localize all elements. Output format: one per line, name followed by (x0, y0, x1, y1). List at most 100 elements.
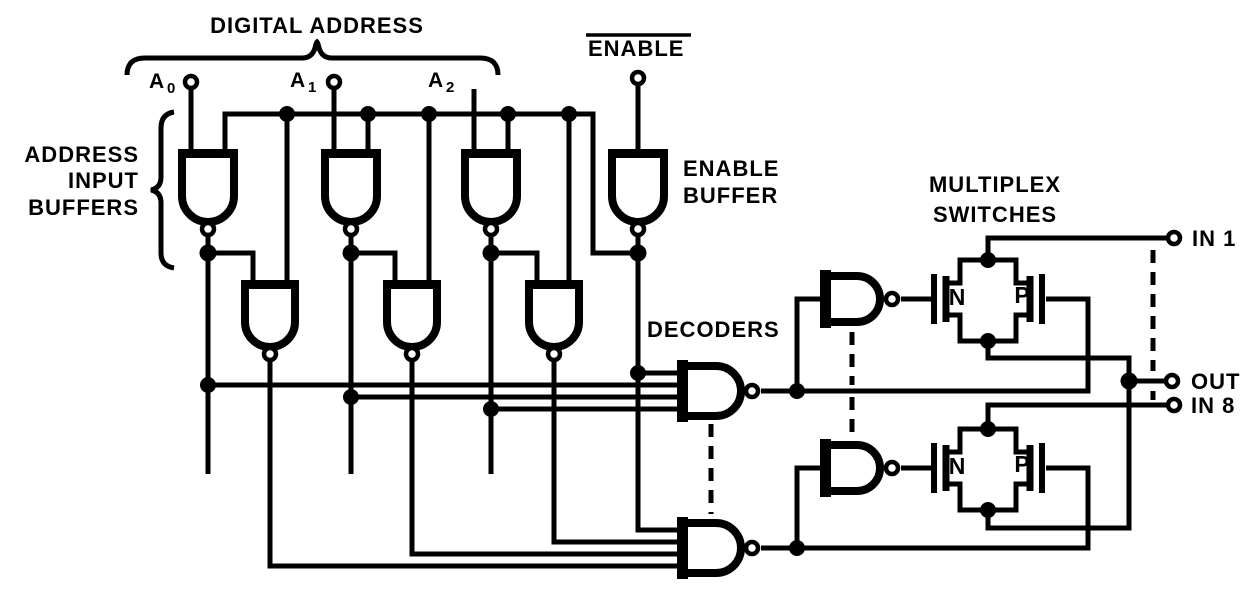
digital-address-label: DIGITAL ADDRESS (210, 13, 424, 38)
junction-dot (561, 106, 577, 122)
junction-dot (200, 377, 216, 393)
enable-terminal-circle (629, 69, 647, 87)
junction-dot (980, 333, 996, 349)
driver-1-body (829, 272, 884, 326)
buffer-a0-cap (178, 149, 238, 158)
gate-a0-cap (241, 280, 299, 289)
in1-label: IN 1 (1192, 226, 1236, 251)
io-terminal-out: OUT (1163, 369, 1240, 394)
wires-address-section (188, 85, 682, 533)
junction-dot (980, 252, 996, 268)
junction-dot (199, 244, 217, 262)
driver-8-body (829, 441, 884, 495)
junction-dot (343, 389, 359, 405)
nmos-1-label: N (949, 284, 966, 310)
wire-enable-bus (222, 111, 638, 256)
wire-a1-decoder8 (409, 362, 682, 557)
transmission-gate-8: N P (931, 426, 1045, 513)
junction-dots (199, 106, 1138, 556)
a2-label: A (428, 69, 443, 92)
annotations: DIGITAL ADDRESS ENABLE ADDRESS INPUT BUF… (24, 13, 1061, 342)
wire-decoder8-to-driver (794, 465, 820, 548)
wire-decoder1-out-to-pgate (761, 296, 1091, 394)
junction-dot (629, 244, 647, 262)
gate-a2-bubble (545, 345, 563, 363)
enable-buffer-label-line1: ENABLE (683, 156, 779, 181)
transmission-gate-1: N P (931, 257, 1045, 344)
buffer-a1-cap (321, 149, 381, 158)
out-junction-dot (1120, 372, 1138, 390)
wire-jog-a2 (491, 250, 540, 280)
address-terminal-a0: A 0 (149, 70, 200, 97)
nmos-8-label: N (949, 453, 966, 479)
junction-dot (483, 401, 499, 417)
junction-dot (789, 540, 805, 556)
buffer-a0-bubble (199, 220, 217, 238)
multiplex-switches-label-line1: MULTIPLEX (929, 172, 1061, 197)
address-input-buffers-brace (150, 109, 175, 271)
junction-dot (789, 383, 805, 399)
a1-label: A (290, 69, 305, 92)
decoder-8-bubble (743, 539, 761, 557)
driver-gate-1 (820, 270, 901, 328)
buffer-a2-bubble (482, 220, 500, 238)
address-input-buffers-label-line1: ADDRESS (24, 142, 139, 167)
junction-dot (421, 106, 437, 122)
gate-a0-body (241, 287, 299, 351)
wire-enable-to-decoders (635, 237, 682, 533)
gate-a1-body (383, 287, 441, 351)
gate-a1-cap (383, 280, 441, 289)
wire-a2-decoder8 (551, 362, 682, 545)
enable-buffer-bubble (629, 220, 647, 238)
enable-buffer-label-line2: BUFFER (683, 183, 778, 208)
address-second-row-gates (241, 280, 583, 363)
junction-dot (279, 106, 295, 122)
multiplex-switches-label-line2: SWITCHES (933, 202, 1057, 227)
decoder-1-bar (677, 360, 688, 422)
address-input-buffer-gates (178, 149, 668, 238)
wire-in8 (985, 402, 1167, 429)
wire-a0-decoder8 (267, 362, 682, 569)
buffer-a2-cap (461, 149, 521, 158)
driver-8-bubble (883, 459, 901, 477)
driver-1-bubble (883, 290, 901, 308)
buffer-a0-gate (178, 156, 238, 226)
junction-dot (500, 106, 516, 122)
io-terminal-in1: IN 1 (1165, 226, 1236, 251)
enable-buffer-cap (608, 149, 668, 158)
digital-address-brace (124, 38, 501, 76)
pmos-8-label: P (1014, 451, 1029, 477)
wire-decoder8-out-to-pgate (761, 465, 1091, 551)
pmos-1-label: P (1014, 282, 1029, 308)
io-terminal-in8: IN 8 (1165, 393, 1234, 418)
decoder-8-bar (677, 517, 688, 579)
driver-1-bar (820, 270, 831, 328)
junction-dot (482, 244, 500, 262)
a0-terminal-circle (182, 73, 200, 91)
decoder-gate-1 (677, 360, 761, 422)
wire-tg8-to-out (985, 381, 1132, 531)
gate-a1-bubble (403, 345, 421, 363)
enable-terminal-label: ENABLE (588, 36, 684, 61)
wire-in1 (985, 235, 1167, 260)
buffer-a1-bubble (342, 220, 360, 238)
wire-jog-a0 (208, 250, 256, 280)
decoders-label: DECODERS (647, 317, 780, 342)
driver-8-bar (820, 439, 831, 497)
out-label: OUT (1191, 369, 1240, 394)
gate-a2-cap (525, 280, 583, 289)
junction-dot (630, 365, 646, 381)
wire-decoder1-to-driver (794, 296, 820, 391)
a1-subscript: 1 (308, 79, 316, 96)
junction-dot (360, 106, 376, 122)
address-terminal-a1: A 1 (290, 69, 343, 96)
junction-dot (980, 502, 996, 518)
enable-buffer-gate (608, 156, 668, 226)
switch-driver-wires (761, 296, 1091, 551)
continuation-dashes (708, 250, 1156, 514)
in8-terminal-circle (1165, 396, 1183, 414)
wire-tg1-to-out (985, 341, 1132, 381)
decoder-input-wires (208, 362, 682, 569)
a0-label: A (149, 70, 164, 93)
